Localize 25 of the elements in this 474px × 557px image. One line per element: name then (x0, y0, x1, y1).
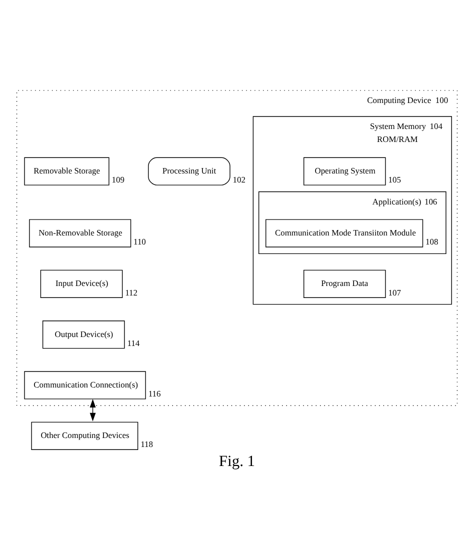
node-label: 112 (125, 286, 138, 297)
node-label: 109 (112, 174, 124, 184)
node-label: 102 (232, 174, 246, 184)
node-label: 108 (426, 236, 438, 246)
node-label: 110 (134, 236, 146, 246)
node-label: 114 (127, 337, 140, 348)
node-label: 105 (388, 174, 401, 184)
node-label: 116 (148, 388, 161, 398)
node-box: Output Device(s) (42, 320, 125, 348)
node-box: Removable Storage (24, 156, 110, 185)
node-box: Input Device(s) (40, 269, 123, 298)
node-label: 100 (435, 94, 448, 105)
node-label: 118 (140, 438, 153, 449)
node-box: Operating System (303, 156, 386, 185)
node-label: 107 (388, 286, 401, 297)
arrow (90, 398, 96, 421)
node-box: Communication Connection(s) (24, 370, 146, 399)
node-box: Processing Unit (148, 156, 230, 185)
node-box: Non-Removable Storage (29, 218, 132, 247)
node-box: Other Computing Devices (31, 421, 138, 450)
node-label: 104 (430, 120, 442, 130)
node-box: Communication Mode Transiiton Module (266, 218, 424, 247)
node-label: 106 (424, 196, 438, 206)
caption: Fig. 1 (218, 452, 256, 470)
node-box: Program Data (303, 269, 386, 298)
